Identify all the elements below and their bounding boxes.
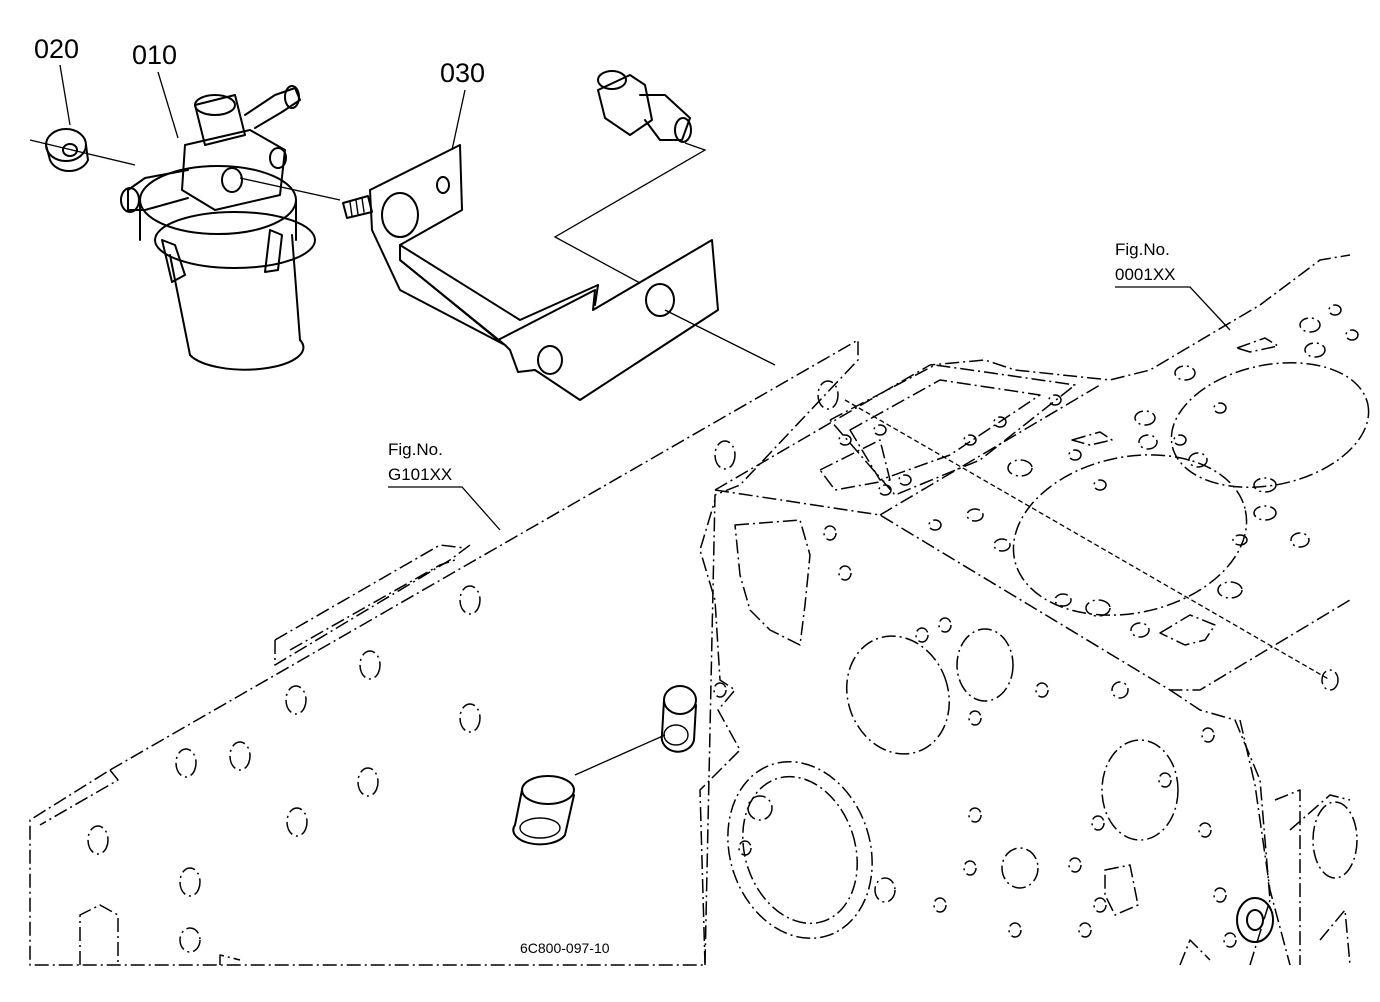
banjo-bolt xyxy=(597,70,692,143)
reference-engine-head-line2: 0001XX xyxy=(1115,265,1176,284)
side-plug-lower xyxy=(512,775,575,846)
reference-engine-head-line1: Fig.No. xyxy=(1115,240,1170,259)
reference-engine-block-line2: G101XX xyxy=(388,465,452,484)
reference-engine-head: Fig.No. 0001XX xyxy=(1115,240,1231,331)
filter-bracket xyxy=(369,144,719,401)
callout-030-label: 030 xyxy=(440,58,485,88)
assembly-lines xyxy=(29,139,1331,776)
callout-010-label: 010 xyxy=(132,40,177,70)
mounting-bolt xyxy=(342,195,373,219)
fuel-filter-assembly xyxy=(120,85,316,371)
washer xyxy=(45,128,89,173)
engine-block-outline xyxy=(29,339,859,966)
callout-020: 020 xyxy=(34,34,79,126)
reference-engine-block: Fig.No. G101XX xyxy=(388,440,501,531)
callout-010: 010 xyxy=(132,40,179,139)
side-plug-upper xyxy=(660,685,697,753)
oil-gallery-plug xyxy=(1236,897,1274,943)
cylinder-head-outline xyxy=(699,254,1370,966)
callout-020-label: 020 xyxy=(34,34,79,64)
reference-engine-block-line1: Fig.No. xyxy=(388,440,443,459)
drawing-number: 6C800-097-10 xyxy=(520,940,610,956)
callout-030: 030 xyxy=(440,58,485,151)
